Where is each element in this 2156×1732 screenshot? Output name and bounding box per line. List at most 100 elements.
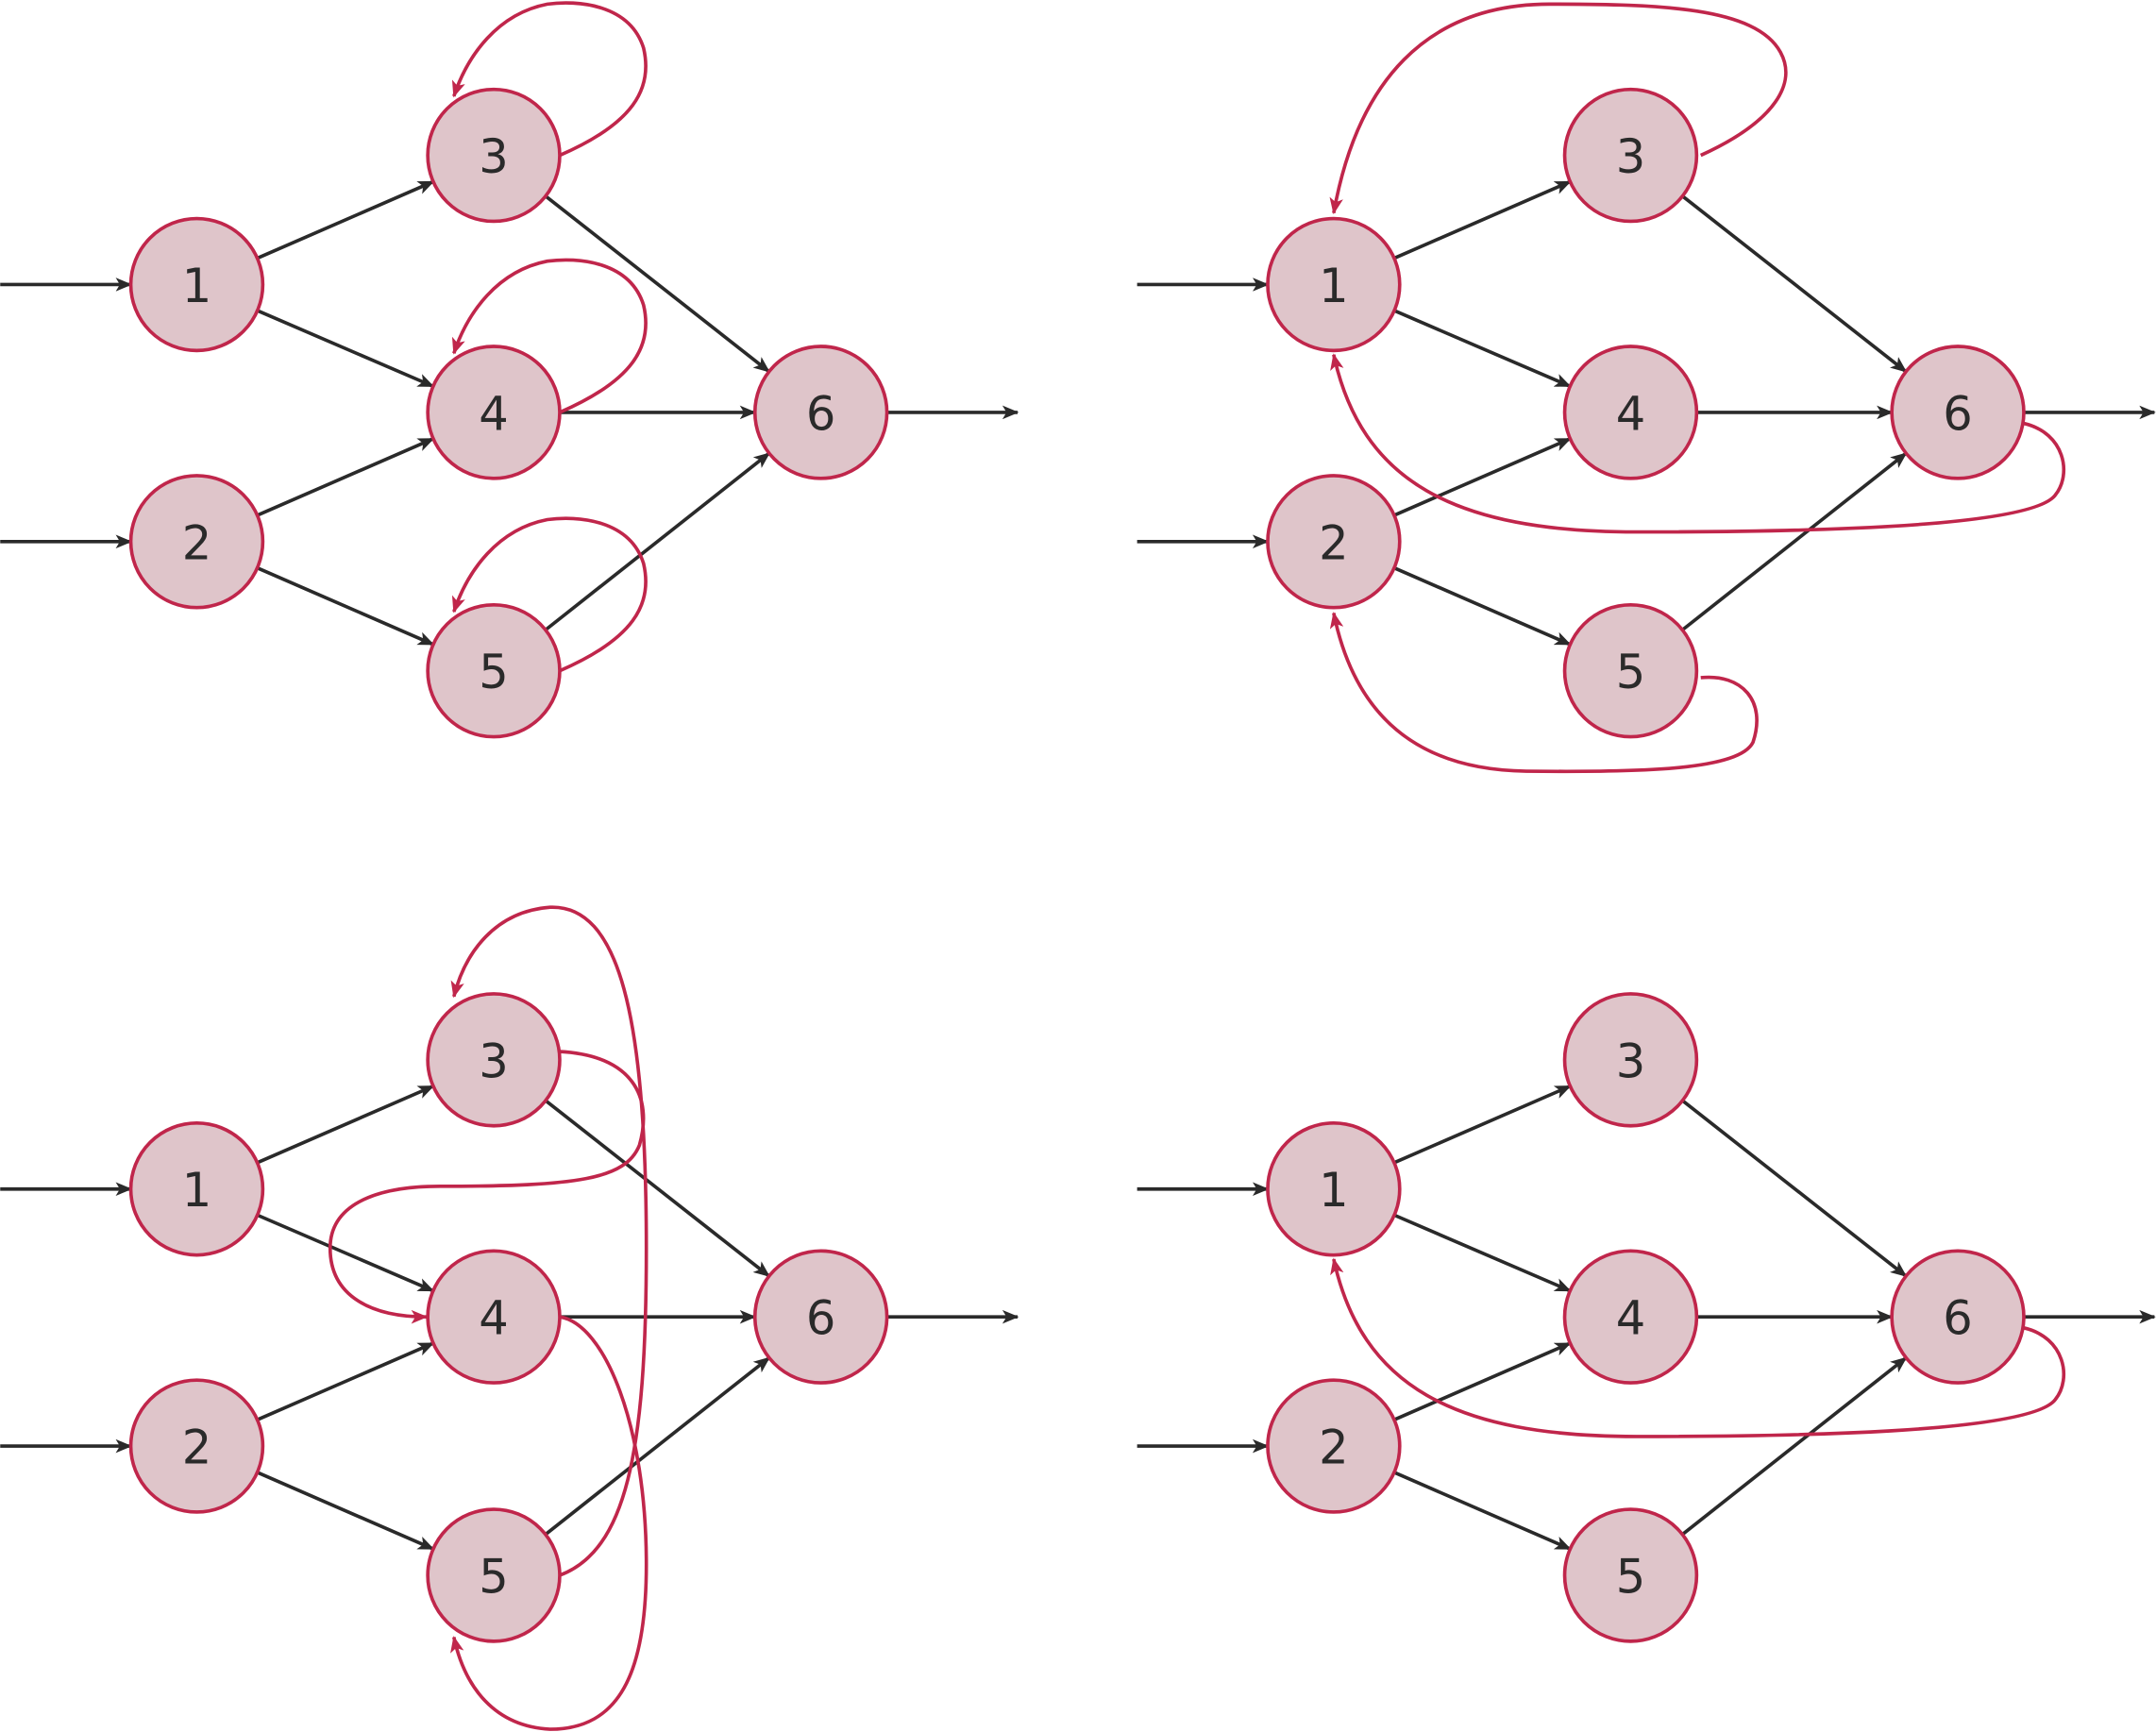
edge-1-to-3: [1393, 1085, 1572, 1165]
node-label: 2: [1319, 1421, 1349, 1475]
node-circle: [128, 474, 265, 610]
node-circle: [128, 216, 265, 353]
node-label: 4: [1616, 1291, 1646, 1346]
node-circle: [1266, 474, 1402, 610]
panel-top-right: 1 2 3 4 5 6: [1137, 2, 2156, 774]
feedback-edge-6-to-1: [1330, 353, 2065, 534]
node-6: 6: [1890, 1249, 2026, 1385]
node-6: 6: [752, 345, 889, 480]
node-circle: [1890, 345, 2026, 480]
node-label: 1: [1319, 1163, 1349, 1218]
node-1: 1: [128, 216, 265, 353]
node-label: 5: [1616, 645, 1646, 699]
node-2: 2: [1266, 1378, 1402, 1514]
node-label: 3: [479, 129, 509, 184]
node-5: 5: [426, 1507, 562, 1643]
panel-top-left: 1 2 3 4 5 6: [0, 1, 1019, 739]
node-4: 4: [1562, 1249, 1699, 1385]
edge-2-to-5: [256, 566, 435, 647]
edge-2-to-5: [1393, 566, 1572, 647]
edge-3-to-6: [1681, 1099, 1908, 1278]
node-label: 2: [1319, 515, 1349, 570]
node-2: 2: [128, 1378, 265, 1514]
node-3: 3: [426, 87, 562, 224]
feedback-edge-5-to-5: [451, 516, 648, 673]
node-circle: [1562, 1249, 1699, 1385]
node-circle: [1266, 1378, 1402, 1514]
edge-1-to-4: [1393, 309, 1572, 388]
feedback-edge-3-to-4: [328, 1050, 646, 1324]
node-label: 3: [1616, 1034, 1646, 1088]
node-circle: [128, 1378, 265, 1514]
node-circle: [426, 345, 562, 480]
edge-5-to-6: [544, 1356, 770, 1537]
node-3: 3: [1562, 87, 1699, 224]
node-circle: [1562, 345, 1699, 480]
node-4: 4: [426, 345, 562, 480]
feedback-edge-3-to-3: [451, 1, 648, 158]
node-2: 2: [128, 474, 265, 610]
node-3: 3: [1562, 992, 1699, 1128]
node-circle: [752, 1249, 889, 1385]
feedback-edge-5-to-3: [450, 905, 648, 1577]
node-label: 5: [1616, 1549, 1646, 1604]
node-label: 3: [479, 1034, 509, 1088]
node-circle: [426, 1249, 562, 1385]
node-label: 5: [479, 645, 509, 699]
node-label: 4: [479, 386, 509, 441]
edge-2-to-4: [1393, 437, 1572, 517]
feedback-edge-5-to-2: [1329, 612, 1759, 774]
node-1: 1: [1266, 216, 1402, 353]
feedback-edge-3-to-1: [1329, 2, 1788, 215]
edge-1-to-3: [256, 1085, 435, 1165]
edge-3-to-6: [1681, 194, 1908, 374]
node-circle: [1562, 87, 1699, 224]
node-5: 5: [1562, 602, 1699, 739]
node-label: 6: [1943, 1291, 1973, 1346]
node-5: 5: [1562, 1507, 1699, 1643]
panel-bottom-left: 1 2 3 4 5 6: [0, 905, 1019, 1731]
node-circle: [1890, 1249, 2026, 1385]
node-label: 2: [182, 1421, 212, 1475]
node-label: 1: [182, 259, 212, 313]
node-label: 6: [806, 386, 836, 441]
node-label: 6: [1943, 386, 1973, 441]
feedback-edge-4-to-4: [451, 258, 648, 414]
node-1: 1: [128, 1121, 265, 1257]
node-label: 2: [182, 515, 212, 570]
node-circle: [426, 1507, 562, 1643]
node-label: 3: [1616, 129, 1646, 184]
node-circle: [1266, 216, 1402, 353]
edge-3-to-6: [544, 1099, 770, 1278]
edge-2-to-5: [256, 1471, 435, 1551]
edge-2-to-4: [256, 437, 435, 517]
node-circle: [426, 602, 562, 739]
node-circle: [426, 992, 562, 1128]
node-circle: [1562, 1507, 1699, 1643]
node-label: 1: [182, 1163, 212, 1218]
node-circle: [426, 87, 562, 224]
node-3: 3: [426, 992, 562, 1128]
edge-2-to-4: [256, 1341, 435, 1421]
node-2: 2: [1266, 474, 1402, 610]
node-label: 5: [479, 1549, 509, 1604]
node-4: 4: [1562, 345, 1699, 480]
node-label: 1: [1319, 259, 1349, 313]
edge-1-to-4: [256, 309, 435, 388]
node-label: 4: [479, 1291, 509, 1346]
node-6: 6: [752, 1249, 889, 1385]
edge-2-to-4: [1393, 1341, 1572, 1421]
edge-1-to-3: [256, 179, 435, 261]
edge-5-to-6: [1681, 1356, 1908, 1537]
edge-2-to-5: [1393, 1471, 1572, 1551]
node-label: 6: [806, 1291, 836, 1346]
node-circle: [752, 345, 889, 480]
node-label: 4: [1616, 386, 1646, 441]
feedback-edge-4-to-5: [450, 1315, 648, 1731]
node-4: 4: [426, 1249, 562, 1385]
node-circle: [1562, 992, 1699, 1128]
node-1: 1: [1266, 1121, 1402, 1257]
node-circle: [1266, 1121, 1402, 1257]
edge-1-to-4: [256, 1213, 435, 1293]
edge-1-to-3: [1393, 179, 1572, 261]
